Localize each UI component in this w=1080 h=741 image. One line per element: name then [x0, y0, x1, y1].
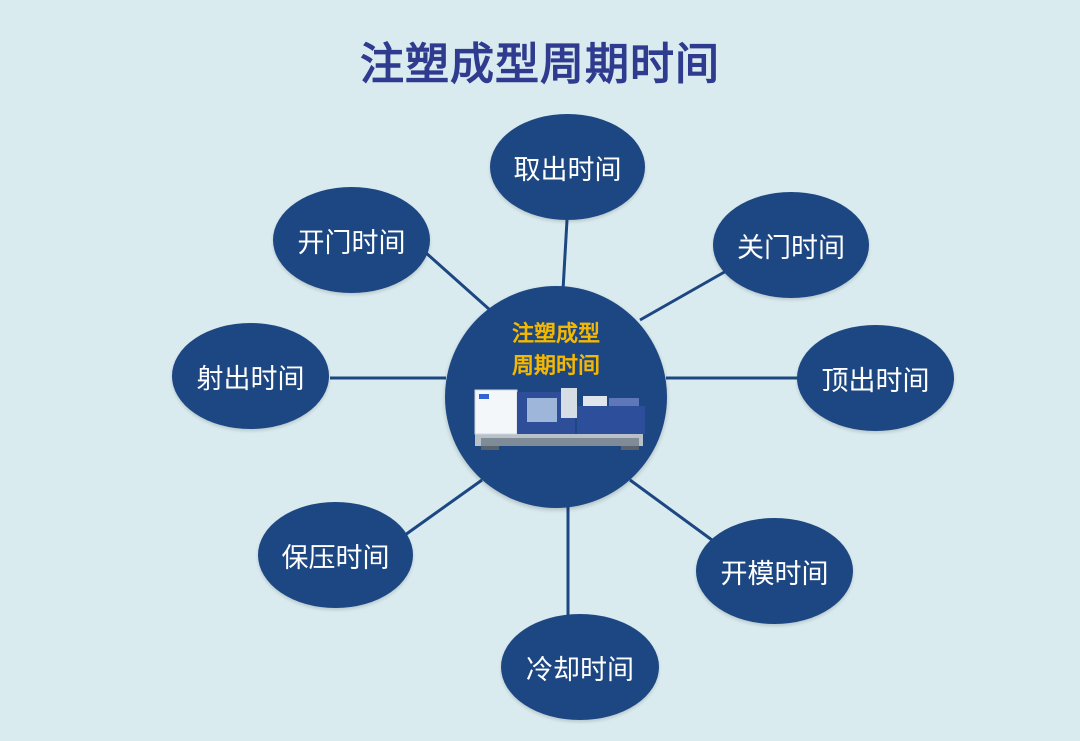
center-title-line1: 注塑成型 [511, 322, 600, 347]
page-title: 注塑成型周期时间 [360, 39, 720, 90]
center-node: 注塑成型 周期时间 [445, 286, 667, 508]
node-open-door-time: 开门时间 [273, 187, 430, 293]
link-upper-left [424, 250, 491, 312]
node-close-door-time: 关门时间 [713, 192, 869, 298]
link-upper-right [639, 268, 729, 322]
node-takeout-time: 取出时间 [490, 114, 645, 220]
node-injection-time: 射出时间 [172, 323, 329, 429]
node-cooling-time: 冷却时间 [501, 614, 659, 720]
link-lower-right [629, 478, 713, 542]
link-top [561, 219, 569, 291]
node-holding-pressure-time: 保压时间 [258, 502, 413, 608]
node-ejection-time: 顶出时间 [797, 325, 954, 431]
link-lower-left [404, 478, 483, 537]
injection-molding-machine-icon [474, 388, 645, 450]
center-title-line2: 周期时间 [511, 354, 600, 379]
node-mold-open-time: 开模时间 [696, 518, 853, 624]
